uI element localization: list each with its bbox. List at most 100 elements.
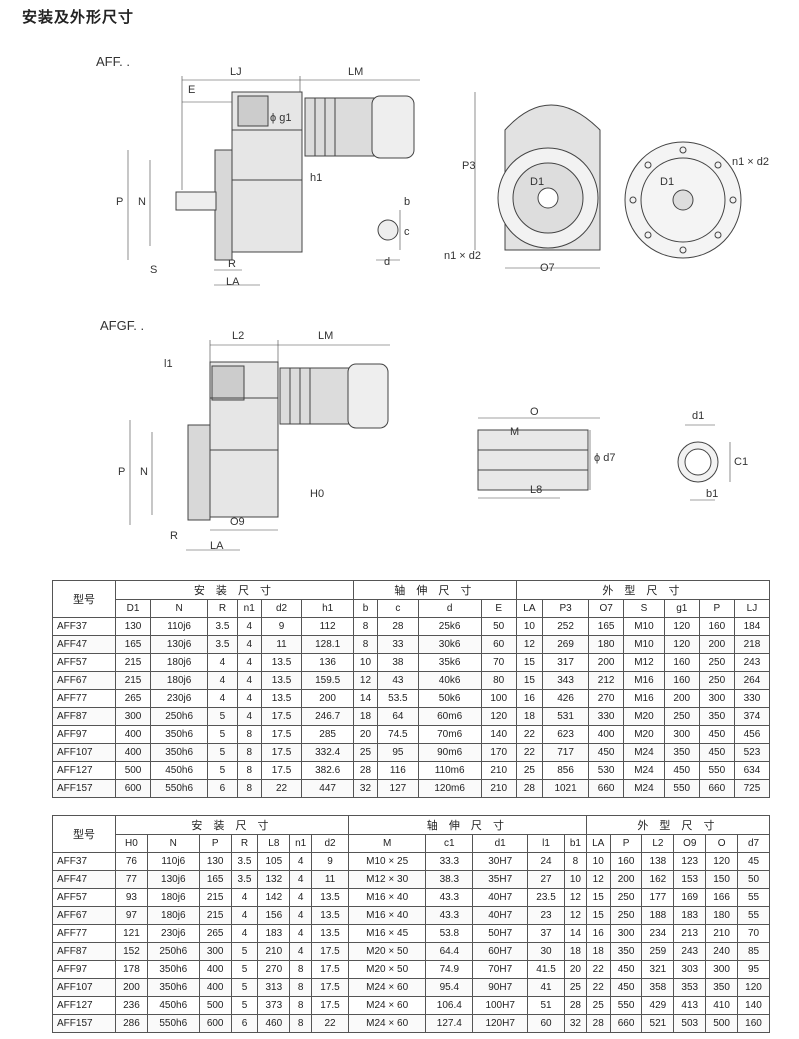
table-cell: 300: [698, 689, 735, 708]
table-cell: M16: [623, 671, 665, 690]
table-cell: 150: [705, 870, 738, 889]
dim-o: O: [530, 406, 539, 418]
table-cell: 165: [198, 870, 232, 889]
table-cell: 140: [480, 725, 517, 744]
table-cell: 8: [236, 725, 262, 744]
table-cell: 30H7: [472, 852, 529, 871]
column-header: l1: [527, 834, 565, 853]
column-header: c: [377, 599, 419, 618]
group-header-install: 安 装 尺 寸: [115, 815, 349, 835]
table-cell: 22: [585, 960, 611, 979]
table-cell: 28: [515, 779, 544, 798]
column-header: N: [150, 599, 209, 618]
table-cell: 25: [352, 743, 379, 762]
table-cell: 120: [705, 852, 738, 871]
table-cell: 22: [260, 779, 303, 798]
table-cell: 1021: [542, 779, 590, 798]
table-cell: 450: [698, 725, 735, 744]
table-cell: 97: [115, 906, 148, 925]
dim-p: P: [116, 196, 124, 208]
table-cell: 531: [542, 707, 590, 726]
table-cell: 60m6: [417, 707, 482, 726]
table-cell: 180j6: [146, 888, 200, 907]
table-cell: 4: [289, 906, 313, 925]
table-cell: 4: [236, 617, 262, 636]
dim-l8: L8: [530, 484, 543, 496]
column-header: P: [198, 834, 232, 853]
table-cell: M12: [623, 653, 665, 672]
table-cell: 17.5: [311, 960, 349, 979]
table-cell: 41.5: [527, 960, 565, 979]
table-cell: 41: [527, 978, 565, 997]
dim-p-2: P: [118, 466, 126, 478]
table-cell: 112: [301, 617, 354, 636]
dim-l1: l1: [164, 358, 173, 370]
table-cell: 550: [663, 779, 700, 798]
column-header: LJ: [733, 599, 771, 618]
table-cell: 5: [207, 761, 238, 780]
table-cell: 35H7: [472, 870, 529, 889]
table-cell: M20: [623, 725, 665, 744]
model-cell: AFF107: [52, 743, 116, 762]
table-cell: 8: [352, 617, 379, 636]
table-cell: 634: [733, 761, 771, 780]
table-cell: 17.5: [311, 978, 349, 997]
table-cell: 23: [527, 906, 565, 925]
model-cell: AFF67: [52, 906, 116, 925]
dim-p3: P3: [462, 160, 476, 172]
dim-la: LA: [226, 276, 240, 288]
table-cell: 265: [114, 689, 152, 708]
column-header: n1: [289, 834, 313, 853]
table-cell: 13.5: [260, 671, 303, 690]
table-cell: 212: [588, 671, 625, 690]
dim-o7: O7: [540, 262, 555, 274]
table-cell: 15: [585, 906, 611, 925]
table-cell: 10: [515, 617, 544, 636]
table-cell: 24: [527, 852, 565, 871]
model-cell: AFF77: [52, 689, 116, 708]
table-cell: 10: [563, 870, 587, 889]
table-cell: 177: [641, 888, 675, 907]
table-cell: 343: [542, 671, 590, 690]
table-cell: 410: [705, 996, 738, 1015]
table-cell: 8: [289, 960, 313, 979]
model-cell: AFF77: [52, 924, 116, 943]
table-cell: 600: [198, 1014, 232, 1033]
afgf-side-view: [129, 340, 390, 551]
table-cell: 4: [236, 707, 262, 726]
table-cell: 3.5: [207, 617, 238, 636]
column-header: h1: [301, 599, 354, 618]
table-cell: 184: [733, 617, 771, 636]
table-cell: M10: [623, 635, 665, 654]
table-cell: 17.5: [260, 761, 303, 780]
column-header: H0: [115, 834, 148, 853]
table-cell: 12: [585, 870, 611, 889]
table-cell: 55: [737, 888, 770, 907]
dim-h0: H0: [310, 488, 325, 500]
table-cell: 4: [289, 852, 313, 871]
dim-b: b: [404, 196, 411, 208]
table-cell: 5: [207, 743, 238, 762]
table-cell: 77: [115, 870, 148, 889]
column-header: O: [705, 834, 738, 853]
table-cell: 8: [236, 761, 262, 780]
table-cell: 3.5: [230, 870, 259, 889]
table-cell: 8: [289, 1014, 313, 1033]
table-cell: M20 × 50: [347, 960, 427, 979]
table-cell: 270: [588, 689, 625, 708]
table-cell: 45: [737, 852, 770, 871]
column-header: P3: [542, 599, 590, 618]
table-cell: 303: [673, 960, 707, 979]
table-cell: 17.5: [260, 743, 303, 762]
table-cell: 600: [114, 779, 152, 798]
table-cell: M16 × 45: [347, 924, 427, 943]
table-cell: 50: [480, 617, 517, 636]
table-cell: 13.5: [311, 906, 349, 925]
table-cell: 4: [207, 689, 238, 708]
